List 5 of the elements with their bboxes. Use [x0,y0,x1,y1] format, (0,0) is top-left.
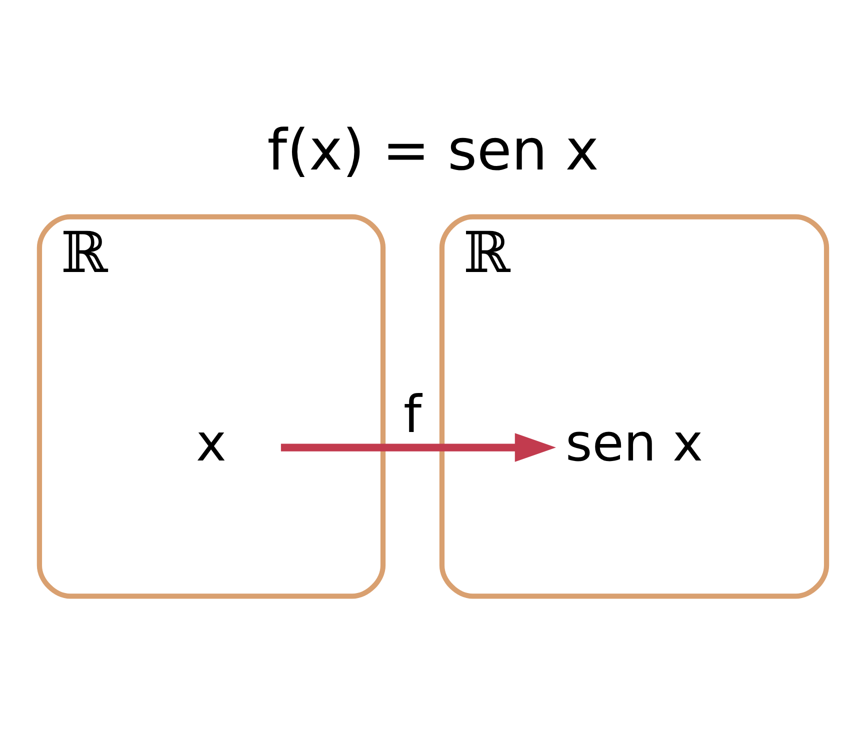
node-text: x [196,413,226,474]
edge-label: f [403,385,422,446]
arrow [280,433,556,462]
diagram-title: f(x) = sen x [267,118,599,184]
node-text: sen x [566,413,703,474]
